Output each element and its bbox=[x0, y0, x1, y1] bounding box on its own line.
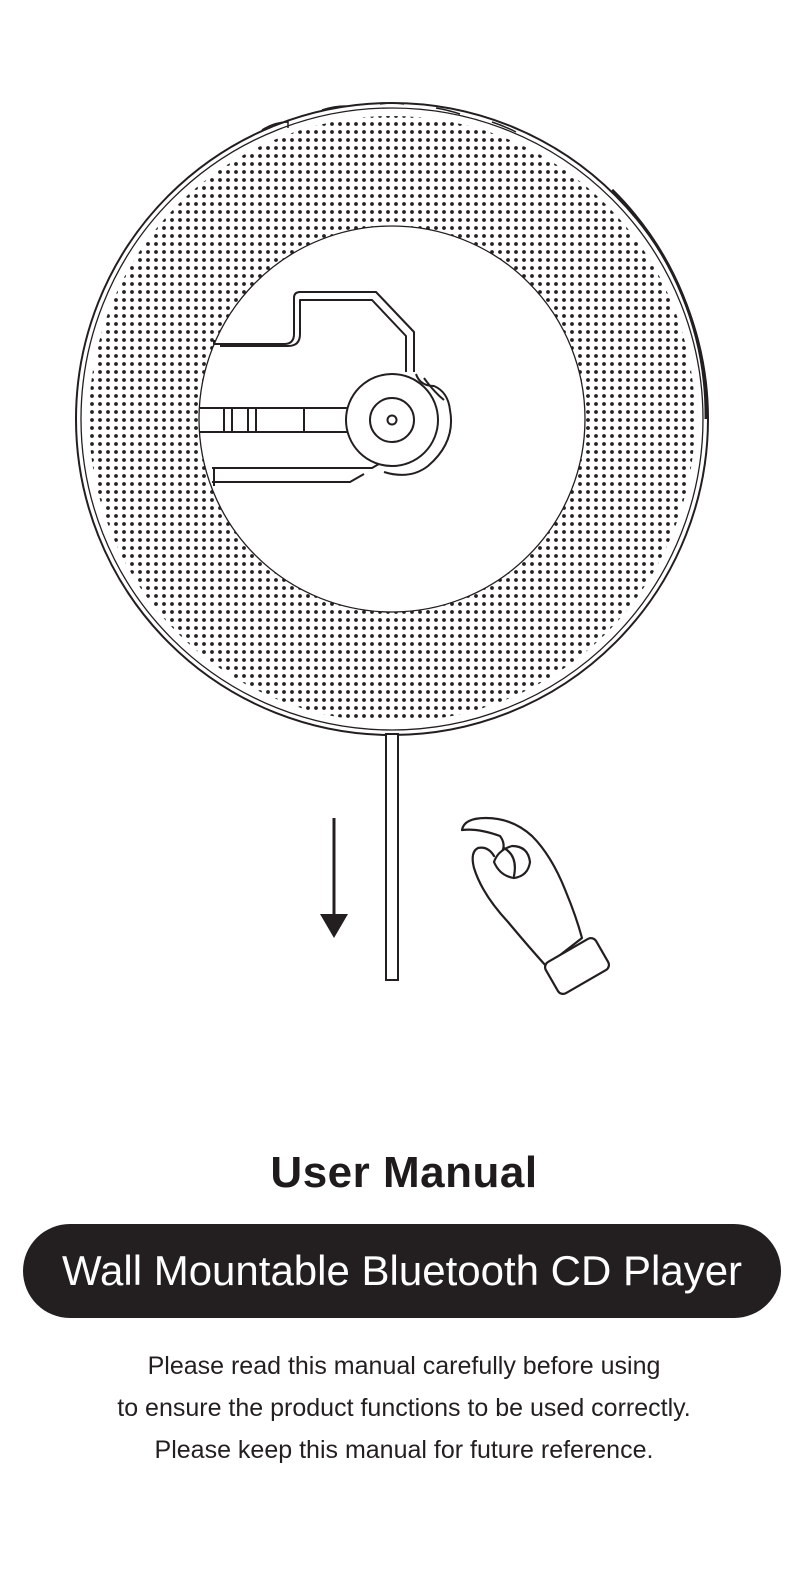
pull-cord-icon bbox=[385, 733, 399, 981]
product-name-banner: Wall Mountable Bluetooth CD Player bbox=[23, 1224, 781, 1318]
down-arrow-icon bbox=[320, 818, 348, 938]
product-name: Wall Mountable Bluetooth CD Player bbox=[61, 1247, 743, 1294]
note-line: Please keep this manual for future refer… bbox=[154, 1436, 654, 1464]
cd-player-icon bbox=[0, 0, 808, 1020]
manual-notes: Please read this manual carefully before… bbox=[0, 1345, 808, 1471]
cd-player-illustration bbox=[0, 0, 808, 1020]
note-line: to ensure the product functions to be us… bbox=[117, 1394, 691, 1422]
hand-icon bbox=[460, 816, 611, 995]
manual-title: User Manual bbox=[270, 1148, 538, 1197]
note-line: Please read this manual carefully before… bbox=[147, 1352, 661, 1380]
